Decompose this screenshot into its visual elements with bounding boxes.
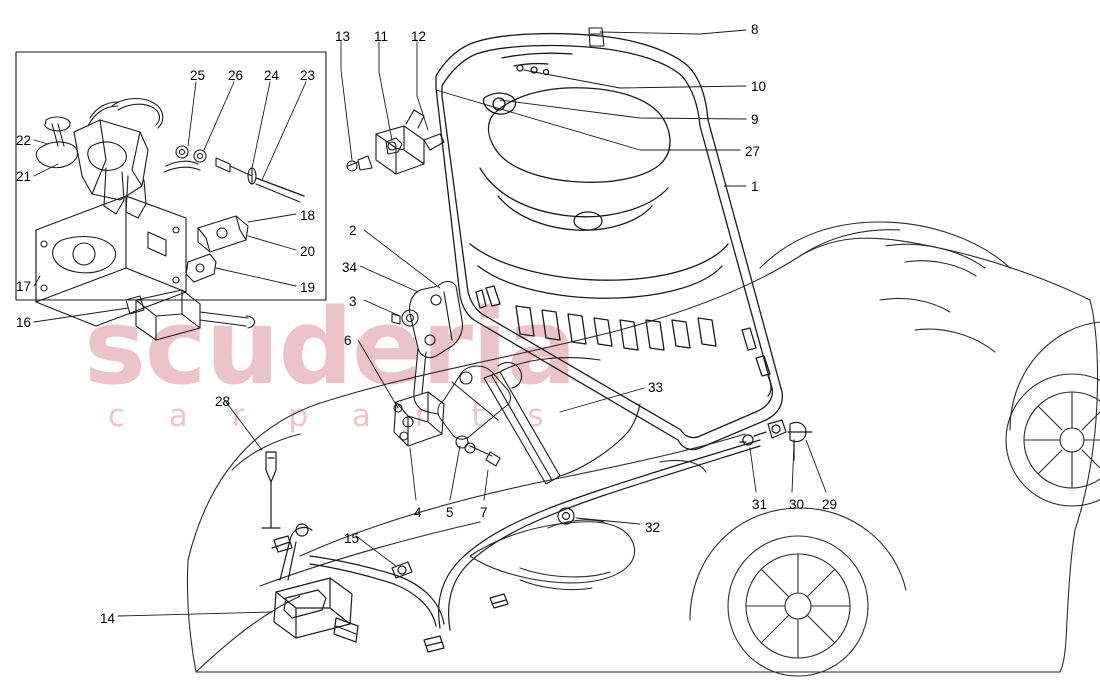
- callout-22: 22: [16, 133, 32, 148]
- callout-9: 9: [751, 112, 759, 127]
- callout-30: 30: [789, 497, 805, 512]
- callout-34: 34: [342, 260, 358, 275]
- callout-3: 3: [349, 294, 357, 309]
- callout-10: 10: [751, 79, 767, 94]
- callout-23: 23: [300, 68, 316, 83]
- callout-8: 8: [751, 22, 759, 37]
- callout-20: 20: [300, 244, 316, 259]
- callout-12: 12: [411, 29, 427, 44]
- callout-18: 18: [300, 208, 316, 223]
- callout-27: 27: [745, 144, 761, 159]
- callout-5: 5: [446, 505, 454, 520]
- callout-29: 29: [822, 497, 838, 512]
- callout-13: 13: [335, 29, 351, 44]
- callout-25: 25: [190, 68, 206, 83]
- callout-6: 6: [344, 333, 352, 348]
- callout-1: 1: [751, 179, 759, 194]
- callout-31: 31: [752, 497, 768, 512]
- callout-24: 24: [264, 68, 280, 83]
- callout-14: 14: [100, 611, 116, 626]
- callout-32: 32: [645, 520, 661, 535]
- callout-16: 16: [16, 315, 32, 330]
- callout-7: 7: [480, 505, 488, 520]
- callout-26: 26: [228, 68, 244, 83]
- callout-11: 11: [374, 29, 389, 44]
- callout-19: 19: [300, 280, 316, 295]
- callout-15: 15: [344, 531, 360, 546]
- callout-21: 21: [16, 169, 32, 184]
- callout-33: 33: [648, 380, 664, 395]
- callout-4: 4: [414, 505, 422, 520]
- callout-17: 17: [16, 279, 32, 294]
- callout-2: 2: [349, 223, 357, 238]
- callout-28: 28: [215, 394, 231, 409]
